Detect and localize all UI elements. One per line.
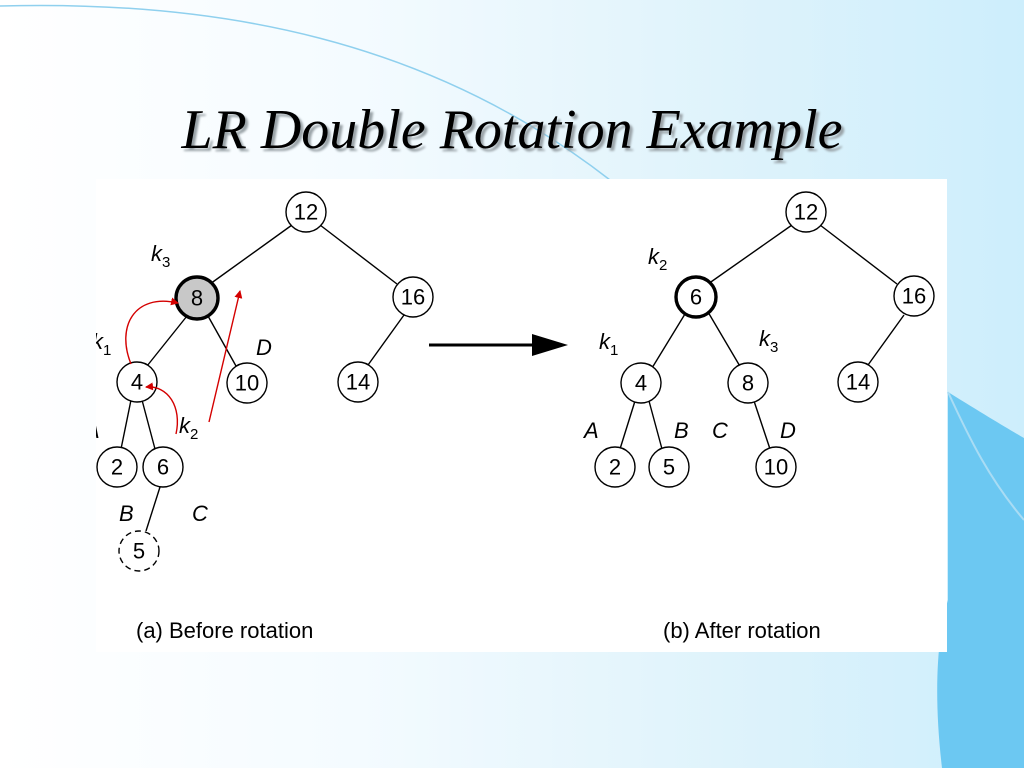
before-tree: 12 8 16 4 10 14 — [96, 191, 434, 572]
node-5: 5 — [648, 446, 690, 488]
node-6-bold: 6 — [674, 275, 718, 319]
edge-6-8 — [707, 311, 742, 369]
svg-text:2: 2 — [111, 455, 123, 480]
label-B: B — [119, 501, 134, 526]
edge-4-2 — [619, 400, 636, 450]
svg-text:2: 2 — [609, 455, 621, 480]
svg-text:8: 8 — [742, 371, 754, 396]
label-k2: k2 — [179, 413, 198, 443]
label-D: D — [256, 335, 272, 360]
svg-text:14: 14 — [846, 370, 870, 395]
transition-arrow — [429, 334, 568, 356]
svg-text:6: 6 — [690, 285, 702, 310]
label-A: A — [582, 418, 599, 443]
node-12: 12 — [785, 191, 827, 233]
edge-4-2 — [120, 399, 132, 450]
background-wave-light — [947, 391, 1024, 521]
svg-text:16: 16 — [902, 284, 926, 309]
svg-text:12: 12 — [794, 200, 818, 225]
edge-16-14 — [367, 314, 405, 366]
edge-4-6 — [141, 399, 156, 450]
svg-text:16: 16 — [401, 285, 425, 310]
svg-text:6: 6 — [157, 455, 169, 480]
node-8-highlighted: 8 — [174, 275, 220, 321]
rotation-diagram: 12 8 16 4 10 14 — [96, 191, 935, 643]
label-C: C — [192, 501, 208, 526]
caption-after: (b) After rotation — [663, 618, 821, 643]
rotation-arrow-to-4 — [145, 382, 178, 435]
node-10: 10 — [755, 446, 797, 488]
edge-8-4 — [146, 315, 188, 367]
node-10: 10 — [226, 362, 268, 404]
label-D: D — [780, 418, 796, 443]
svg-text:5: 5 — [133, 539, 145, 564]
node-5-dashed: 5 — [118, 530, 160, 572]
svg-text:12: 12 — [294, 200, 318, 225]
edge-12-8 — [209, 224, 293, 285]
rotation-arrow-to-8 — [125, 297, 179, 365]
node-4: 4 — [116, 361, 158, 403]
edge-6-5 — [145, 486, 161, 532]
svg-text:10: 10 — [764, 455, 788, 480]
svg-text:4: 4 — [635, 371, 647, 396]
svg-text:10: 10 — [235, 371, 259, 396]
node-2: 2 — [594, 446, 636, 488]
edge-8-10 — [207, 315, 237, 367]
node-8: 8 — [727, 362, 769, 404]
edge-12-16 — [319, 224, 398, 285]
node-16: 16 — [392, 276, 434, 318]
label-C: C — [712, 418, 728, 443]
node-14: 14 — [337, 361, 379, 403]
node-14: 14 — [837, 361, 879, 403]
label-k1: k1 — [96, 329, 111, 359]
after-tree: 12 6 16 4 8 14 — [582, 191, 935, 488]
edge-6-4 — [651, 313, 686, 369]
label-k3: k3 — [759, 326, 778, 356]
edge-12-6 — [707, 224, 793, 285]
figure-panel: 12 8 16 4 10 14 — [96, 179, 947, 652]
caption-before: (a) Before rotation — [136, 618, 313, 643]
node-12: 12 — [285, 191, 327, 233]
background-blue-wave — [937, 392, 1024, 768]
label-k3: k3 — [151, 241, 170, 271]
label-B: B — [674, 418, 689, 443]
svg-text:5: 5 — [663, 455, 675, 480]
edge-4-5 — [648, 400, 663, 450]
node-2: 2 — [96, 446, 138, 488]
node-4: 4 — [620, 362, 662, 404]
rotation-arrow-up — [208, 290, 243, 423]
edge-16-14 — [867, 314, 905, 366]
node-16: 16 — [893, 275, 935, 317]
svg-text:14: 14 — [346, 370, 370, 395]
edge-8-10 — [753, 400, 771, 450]
svg-text:4: 4 — [131, 370, 143, 395]
background-swoosh-line — [0, 4, 611, 181]
svg-text:8: 8 — [191, 286, 203, 311]
label-A: A — [96, 418, 100, 443]
label-k1: k1 — [599, 329, 618, 359]
slide-title: LR Double Rotation Example — [181, 99, 843, 161]
label-k2: k2 — [648, 244, 667, 274]
node-6: 6 — [142, 446, 184, 488]
edge-12-16 — [819, 224, 898, 285]
